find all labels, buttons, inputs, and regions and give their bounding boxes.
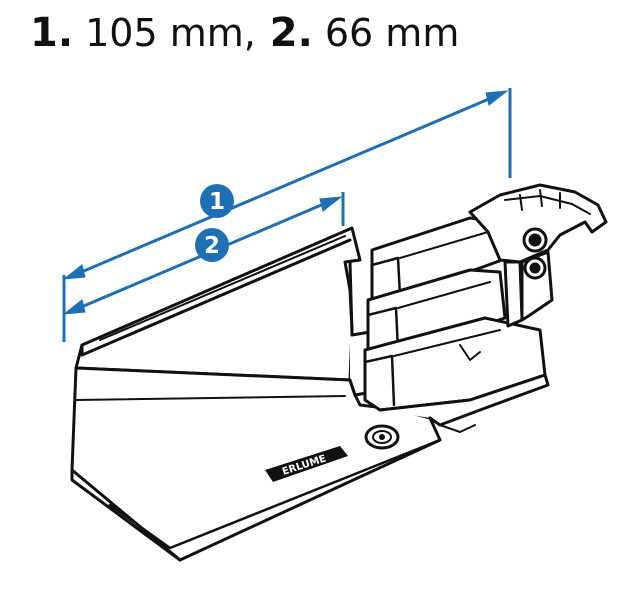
dimension-2-number: 2.: [255, 10, 313, 56]
dimension-line-1: [71, 94, 497, 278]
dimension-1-marker: 1: [200, 184, 234, 218]
dimension-1-value: 105 mm,: [73, 11, 256, 55]
product-illustration: [70, 183, 608, 562]
dimension-2-value: 66 mm: [312, 11, 460, 55]
housing-top-edge: [80, 238, 352, 357]
terminal-column: [503, 260, 524, 328]
dimension-1-marker-label: 1: [209, 189, 225, 215]
dimension-title: 1. 105 mm, 2. 66 mm: [30, 10, 459, 56]
dimension-2-marker: 2: [195, 228, 229, 262]
dimension-1-arrow-right: [485, 90, 509, 106]
dimension-1-number: 1.: [30, 10, 74, 56]
dimension-2-arrow-left: [62, 299, 86, 315]
dimension-2-marker-label: 2: [204, 233, 220, 259]
dimension-1-arrow-left: [62, 264, 86, 280]
dimension-2-arrow-right: [319, 196, 343, 212]
